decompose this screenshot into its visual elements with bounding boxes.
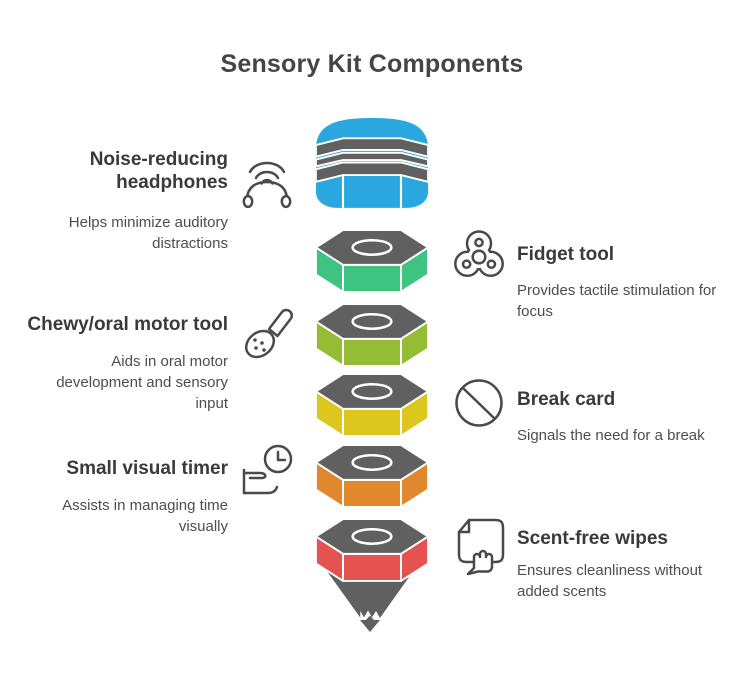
fidget-spinner-icon [451,227,507,285]
item-title: Small visual timer [66,458,228,479]
item-title: Noise-reducing headphones [89,149,228,193]
item-description: Signals the need for a break [517,427,705,444]
stack-segment-cap [315,118,429,208]
item-title: Fidget tool [517,244,615,265]
item-description: Ensures cleanliness without added scents [517,562,703,600]
stack-segment [314,373,430,437]
item-description: Provides tactile stimulation for focus [517,282,717,320]
headphones-icon [237,157,297,209]
stack-segment [314,303,430,367]
item-description: Helps minimize auditory distractions [68,214,228,252]
wipes-hand-icon [452,516,508,576]
stack-segment [314,518,430,582]
item-title: Chewy/oral motor tool [27,314,228,335]
no-sign-icon [453,377,505,429]
stack-segment [314,229,430,293]
page-title: Sensory Kit Components [220,50,524,78]
visual-timer-icon [237,443,299,499]
chew-tool-icon [238,302,298,364]
stack-segment [314,444,430,508]
item-title: Break card [517,389,616,410]
item-description: Assists in managing time visually [62,497,228,535]
item-description: Aids in oral motor development and senso… [56,353,228,412]
item-title: Scent-free wipes [517,528,668,549]
